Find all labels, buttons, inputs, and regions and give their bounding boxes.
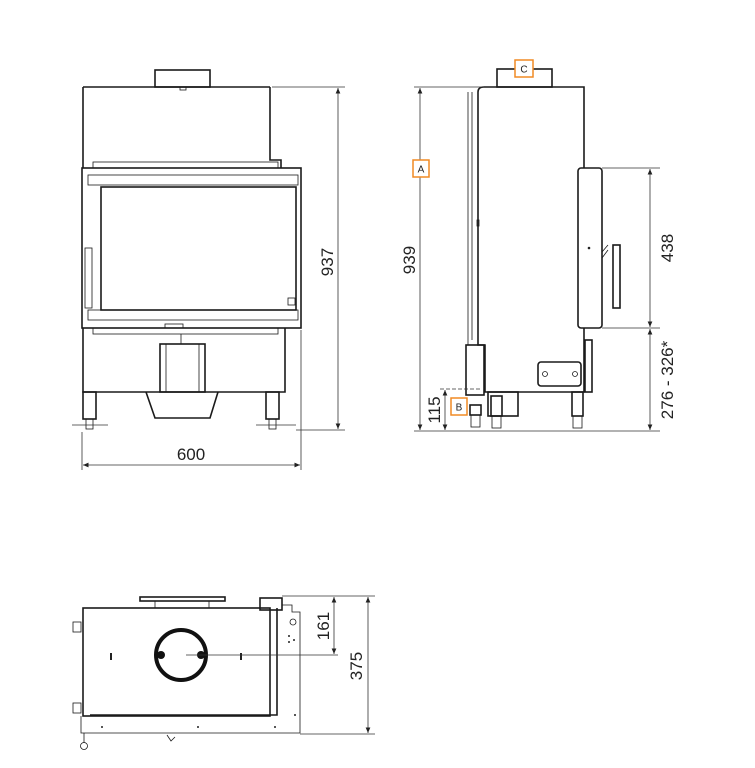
side-plate — [537, 361, 582, 387]
svg-text:A: A — [418, 165, 425, 176]
foot-left — [82, 391, 97, 420]
door-handle — [84, 247, 93, 309]
side-casing — [477, 86, 585, 168]
top-plate — [139, 596, 226, 602]
top-body — [82, 607, 271, 717]
door-dim-label: 438 — [658, 234, 677, 262]
height-dim-label: 937 — [318, 248, 337, 276]
svg-text:B: B — [456, 403, 463, 414]
side-handle — [612, 244, 621, 309]
marker-b — [450, 397, 468, 416]
upper-casing — [82, 86, 282, 168]
foot-right — [265, 391, 280, 420]
width-dim-label: 600 — [177, 445, 205, 464]
inlet-dim-label: 115 — [425, 396, 444, 423]
side-door — [577, 167, 603, 329]
top-view: 161 375 — [72, 595, 375, 750]
door-frame — [81, 167, 302, 329]
svg-text:C: C — [520, 65, 527, 76]
ash-funnel — [145, 391, 219, 419]
side-height-dim-label: 939 — [400, 246, 419, 274]
front-view: 937 600 — [72, 69, 345, 470]
offset-dim-label: 161 — [314, 612, 333, 640]
marker-a — [412, 159, 430, 178]
glass-panel — [100, 186, 297, 311]
air-box — [159, 343, 206, 393]
base-dim-label: 276 - 326* — [658, 340, 677, 419]
depth-dim-label: 375 — [347, 652, 366, 680]
marker-c — [514, 59, 534, 78]
lower-casing — [82, 328, 286, 393]
flue-collar — [154, 69, 211, 88]
latch-symbol — [287, 297, 296, 306]
side-view: 939 115 438 276 - 326* A B C — [400, 59, 677, 432]
